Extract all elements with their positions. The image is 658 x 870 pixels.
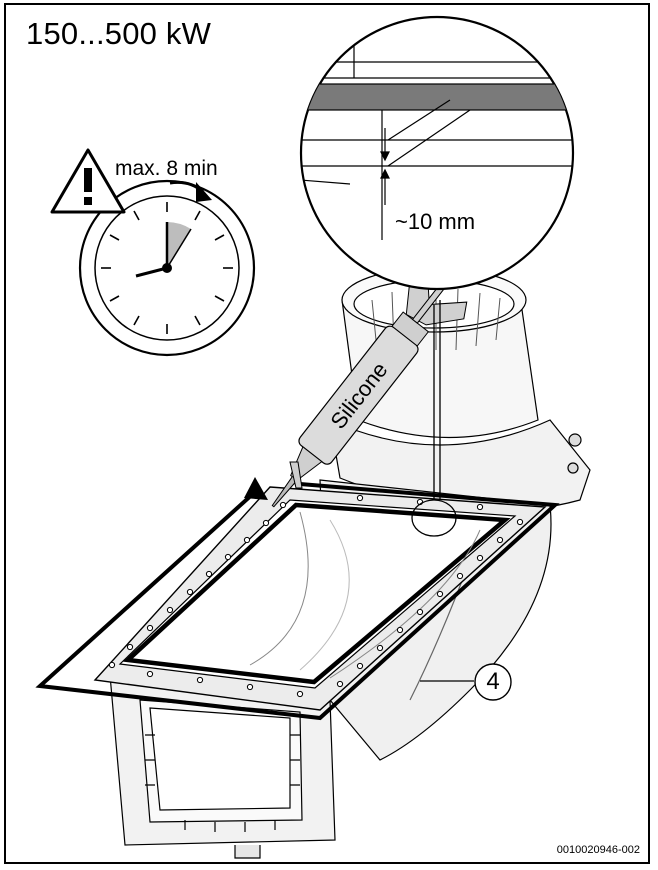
rotation-arrow-icon [196,182,212,202]
warning-triangle-icon [50,148,126,214]
clock-icon [78,179,256,357]
time-limit-label: max. 8 min [115,157,218,180]
part-callout [420,663,512,701]
gasket-band [301,83,573,111]
elapsed-sector [167,222,191,268]
application-path [35,482,560,721]
figure-id: 0010020946-002 [556,844,640,856]
part-number: 4 [486,668,500,695]
detail-marker [411,300,457,537]
flange-drawing [93,486,547,711]
clock-hand-hour [135,266,168,278]
detail-magnifier [299,15,575,291]
page-title: 150...500 kW [26,16,212,51]
clock-hand-second [166,228,192,269]
figure-frame [4,3,650,864]
direction-arrow-icon [244,477,268,500]
dimension-label: ~10 mm [395,209,476,234]
